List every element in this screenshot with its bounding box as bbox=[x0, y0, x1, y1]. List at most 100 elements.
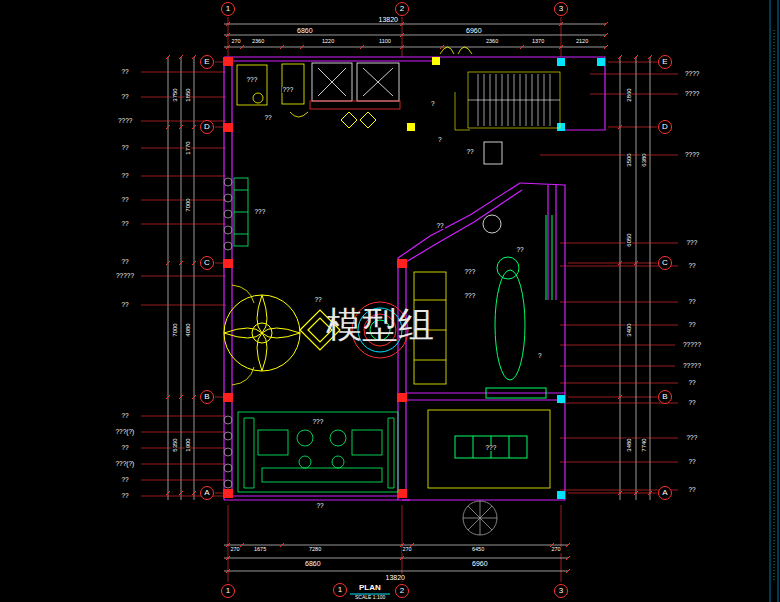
plan-linework bbox=[224, 226, 232, 234]
plan-linework bbox=[463, 501, 497, 535]
callout-text: ??? bbox=[686, 435, 699, 442]
axis-bubble: B bbox=[658, 390, 672, 404]
plan-linework bbox=[318, 68, 393, 96]
plan-linework bbox=[546, 215, 552, 300]
room-text: ? bbox=[430, 101, 436, 108]
dimension: 3750 bbox=[171, 87, 177, 102]
room-text: ?? bbox=[316, 503, 325, 510]
plan-linework bbox=[215, 263, 224, 264]
plan-linework bbox=[238, 412, 398, 492]
axis-bubble: A bbox=[200, 486, 214, 500]
plan-linework bbox=[310, 63, 400, 109]
callout-text: ?? bbox=[121, 197, 130, 204]
plan-linework bbox=[397, 489, 407, 498]
callout-text: ???? bbox=[684, 152, 700, 159]
axis-bubble: 2 bbox=[395, 2, 409, 16]
plan-linework bbox=[224, 571, 568, 572]
room-text: ??? bbox=[464, 293, 477, 300]
plan-linework bbox=[223, 393, 233, 402]
plan-linework bbox=[226, 543, 570, 573]
axis-bubble: E bbox=[658, 55, 672, 69]
axis-bubble: C bbox=[200, 256, 214, 270]
plan-linework bbox=[141, 148, 226, 149]
plan-linework bbox=[332, 456, 344, 468]
plan-linework bbox=[224, 57, 232, 500]
plan-linework bbox=[224, 480, 232, 488]
callout-text: ?? bbox=[688, 263, 697, 270]
callout-text: ?? bbox=[121, 445, 130, 452]
plan-linework bbox=[497, 257, 519, 279]
dimension: 1220 bbox=[321, 39, 335, 45]
room-text: ?? bbox=[314, 297, 323, 304]
axis-bubble: D bbox=[658, 120, 672, 134]
dimension: 3480 bbox=[625, 437, 631, 452]
plan-linework bbox=[310, 101, 400, 109]
room-text: ??? bbox=[485, 445, 498, 452]
room-text: ? bbox=[537, 353, 543, 360]
plan-linework bbox=[224, 295, 300, 371]
axis-letter: 3 bbox=[559, 587, 563, 595]
dimension: 2860 bbox=[625, 87, 631, 102]
plan-linework bbox=[224, 194, 232, 202]
plan-linework bbox=[244, 418, 394, 488]
plan-linework bbox=[778, 0, 779, 602]
room-text: ??? bbox=[312, 419, 325, 426]
dimension: 1100 bbox=[378, 39, 392, 45]
plan-linework bbox=[540, 74, 678, 490]
axis-letter: C bbox=[204, 259, 210, 267]
plan-linework bbox=[440, 47, 472, 54]
plan-linework bbox=[397, 259, 407, 268]
callout-text: ?? bbox=[688, 380, 697, 387]
plan-linework bbox=[432, 57, 440, 65]
callout-text: ?? bbox=[688, 487, 697, 494]
plan-linework bbox=[215, 397, 224, 398]
plan-linework bbox=[557, 395, 565, 403]
plan-linework bbox=[560, 325, 678, 326]
axis-bubble: D bbox=[200, 120, 214, 134]
axis-letter: 1 bbox=[226, 587, 230, 595]
room-text: ? bbox=[437, 137, 443, 144]
plan-linework bbox=[455, 436, 527, 458]
plan-linework bbox=[141, 432, 226, 433]
dimension: 270 bbox=[551, 547, 562, 553]
callout-text: ????? bbox=[682, 342, 702, 349]
dimension: 6050 bbox=[625, 232, 631, 247]
axis-bubble: C bbox=[658, 256, 672, 270]
dimension: 7000 bbox=[184, 197, 190, 212]
axis-bubble: 3 bbox=[554, 584, 568, 598]
plan-linework bbox=[141, 480, 226, 481]
axis-letter: 2 bbox=[400, 587, 404, 595]
axis-bubble: 1 bbox=[221, 2, 235, 16]
room-text: ??? bbox=[282, 87, 295, 94]
plan-linework bbox=[557, 58, 565, 66]
room-text: ??? bbox=[246, 77, 259, 84]
plan-linework bbox=[237, 64, 308, 117]
axis-letter: D bbox=[204, 123, 210, 131]
plan-linework bbox=[223, 489, 233, 498]
plan-linework bbox=[224, 295, 300, 371]
plan-linework bbox=[234, 190, 248, 234]
plan-linework bbox=[223, 259, 233, 268]
plan-linework bbox=[402, 505, 403, 582]
plan-linework bbox=[262, 468, 382, 482]
callout-text: ?? bbox=[688, 299, 697, 306]
plan-linework bbox=[620, 57, 621, 500]
dimension: 270 bbox=[231, 39, 242, 45]
dimension: 4080 bbox=[184, 322, 190, 337]
plan-linework bbox=[299, 456, 311, 468]
plan-linework bbox=[483, 215, 501, 233]
plan-linework bbox=[168, 57, 169, 500]
axis-letter: 3 bbox=[559, 5, 563, 13]
plan-linework bbox=[234, 178, 248, 246]
plan-linework bbox=[224, 295, 300, 371]
dimension: 6380 bbox=[640, 152, 646, 167]
dimension: 3400 bbox=[625, 322, 631, 337]
callout-text: ????? bbox=[682, 363, 702, 370]
plan-linework bbox=[561, 505, 562, 582]
plan-linework bbox=[597, 58, 605, 66]
callout-text: ???(?) bbox=[115, 429, 136, 436]
dimension: 2360 bbox=[485, 39, 499, 45]
plan-linework bbox=[560, 302, 678, 303]
callout-text: ???(?) bbox=[115, 461, 136, 468]
